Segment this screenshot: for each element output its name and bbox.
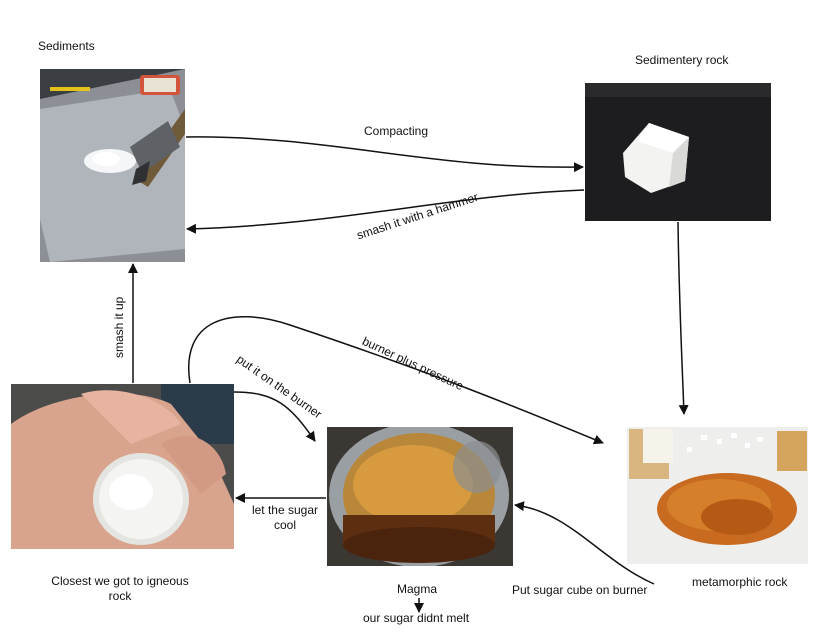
- metamorphic-rock-label: metamorphic rock: [692, 575, 788, 589]
- igneous-photo: [11, 384, 234, 549]
- igneous-label: Closest we got to igneous rock: [20, 574, 220, 604]
- sediments-label: Sediments: [38, 39, 95, 53]
- let-cool-label: let the sugar cool: [240, 503, 330, 533]
- sediments-photo: [40, 69, 185, 262]
- sugar-cube-burner-label: Put sugar cube on burner: [512, 583, 648, 597]
- smash-up-label: smash it up: [112, 296, 126, 358]
- arrow-burner-pressure: [188, 315, 604, 445]
- magma-photo: [327, 427, 513, 566]
- let-cool-line1: let the sugar: [251, 503, 319, 517]
- metamorphic-rock-photo: [627, 427, 808, 564]
- magma-label: Magma: [397, 582, 438, 596]
- arrow-smash-hammer: [186, 189, 585, 234]
- sedimentary-rock-label: Sedimentery rock: [635, 53, 729, 67]
- igneous-label-line1: Closest we got to igneous: [51, 574, 189, 588]
- arrow-compacting: [185, 136, 584, 173]
- let-cool-line2: cool: [273, 518, 296, 532]
- sedimentary-rock-photo: [585, 83, 771, 221]
- arrow-to-metamorphic: [677, 221, 689, 415]
- compacting-label: Compacting: [364, 124, 429, 138]
- arrow-put-on-burner: [233, 391, 316, 442]
- arrow-sugar-cube-burner: [514, 501, 655, 585]
- igneous-label-line2: rock: [108, 589, 132, 603]
- magma-note: our sugar didnt melt: [363, 611, 470, 625]
